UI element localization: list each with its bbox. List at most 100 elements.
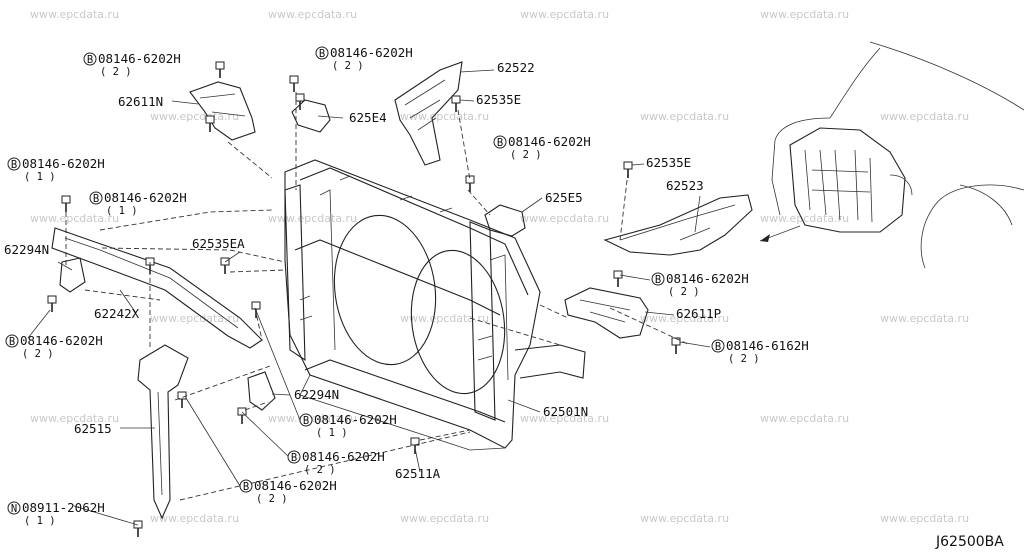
watermark-text: www.epcdata.ru bbox=[30, 212, 119, 225]
watermark-text: www.epcdata.ru bbox=[268, 212, 357, 225]
watermark-text: www.epcdata.ru bbox=[520, 412, 609, 425]
bolt-icon bbox=[451, 95, 461, 112]
watermark-text: www.epcdata.ru bbox=[520, 8, 609, 21]
bolt-icon bbox=[220, 257, 230, 274]
stay-62515 bbox=[137, 344, 189, 520]
bolt-icon bbox=[465, 175, 475, 192]
label-prefix: B bbox=[303, 415, 309, 427]
watermark-text: www.epcdata.ru bbox=[880, 512, 969, 525]
watermark-text: www.epcdata.ru bbox=[640, 110, 729, 123]
part-label: B 08146-6202H( 2 ) bbox=[315, 45, 413, 72]
prefix-circle bbox=[711, 339, 725, 353]
bolt-icon bbox=[205, 115, 215, 132]
bolt-icon bbox=[289, 75, 299, 92]
part-label: 625E4 bbox=[349, 110, 387, 125]
label-quantity-value: 1 bbox=[37, 171, 43, 183]
label-prefix: B bbox=[497, 137, 503, 149]
bolt-icon bbox=[215, 61, 225, 78]
watermark-text: www.epcdata.ru bbox=[760, 8, 849, 21]
prefix-circle bbox=[89, 191, 103, 205]
part-label: 62535E bbox=[646, 155, 691, 170]
watermark-text: www.epcdata.ru bbox=[150, 312, 239, 325]
bolt-icon bbox=[237, 407, 247, 424]
prefix-circle bbox=[651, 272, 665, 286]
watermark-text: www.epcdata.ru bbox=[760, 412, 849, 425]
watermark-text: www.epcdata.ru bbox=[400, 512, 489, 525]
label-quantity-value: 2 bbox=[345, 60, 351, 72]
watermark-text: www.epcdata.ru bbox=[30, 412, 119, 425]
prefix-circle bbox=[5, 334, 19, 348]
prefix-circle bbox=[7, 501, 21, 515]
diagram-code: J62500BA bbox=[935, 534, 1004, 550]
watermark-text: www.epcdata.ru bbox=[400, 312, 489, 325]
label-quantity-value: 2 bbox=[741, 353, 747, 365]
label-quantity-value: 1 bbox=[119, 205, 125, 217]
label-quantity: ( 2 ) bbox=[304, 464, 336, 476]
label-quantity-value: 2 bbox=[681, 286, 687, 298]
label-quantity-value: 1 bbox=[329, 427, 335, 439]
label-part-number: 08146-6162H bbox=[726, 338, 809, 353]
label-part-number: 625E4 bbox=[349, 110, 387, 125]
part-label: 62501N bbox=[543, 404, 588, 419]
part-label: 62523 bbox=[666, 178, 704, 193]
watermark-text: www.epcdata.ru bbox=[760, 212, 849, 225]
bolt-icon bbox=[61, 195, 71, 212]
bracket-62611p bbox=[564, 287, 649, 339]
label-part-number: 08146-6202H bbox=[330, 45, 413, 60]
prefix-circle bbox=[493, 135, 507, 149]
bracket-62294n-a bbox=[59, 257, 86, 293]
radiator-core-support bbox=[284, 159, 586, 451]
label-quantity: ( 1 ) bbox=[24, 515, 56, 527]
member-62523 bbox=[603, 194, 753, 256]
prefix-circle bbox=[299, 413, 313, 427]
part-label: 62611N bbox=[118, 94, 163, 109]
label-quantity: ( 1 ) bbox=[24, 171, 56, 183]
part-label: 62294N bbox=[4, 242, 49, 257]
bolt-icon bbox=[613, 270, 623, 287]
prefix-circle bbox=[239, 479, 253, 493]
prefix-circle bbox=[83, 52, 97, 66]
label-prefix: B bbox=[319, 48, 325, 60]
part-label: 62242X bbox=[94, 306, 140, 321]
bracket-62522 bbox=[394, 61, 463, 166]
label-prefix: B bbox=[93, 193, 99, 205]
part-label: 62611P bbox=[676, 306, 721, 321]
label-quantity-value: 2 bbox=[523, 149, 529, 161]
watermark-layer: www.epcdata.ru www.epcdata.ru www.epcdata.… bbox=[30, 8, 969, 525]
label-prefix: B bbox=[715, 341, 721, 353]
label-prefix: B bbox=[655, 274, 661, 286]
label-quantity-value: 2 bbox=[35, 348, 41, 360]
label-quantity: ( 2 ) bbox=[510, 149, 542, 161]
label-quantity: ( 2 ) bbox=[332, 60, 364, 72]
part-label: 62535E bbox=[476, 92, 521, 107]
label-quantity-value: 2 bbox=[317, 464, 323, 476]
label-prefix: B bbox=[87, 54, 93, 66]
watermark-text: www.epcdata.ru bbox=[30, 8, 119, 21]
label-part-number: 62294N bbox=[294, 387, 339, 402]
label-part-number: 62535E bbox=[646, 155, 691, 170]
bolt-icon bbox=[133, 520, 143, 537]
watermark-text: www.epcdata.ru bbox=[640, 312, 729, 325]
label-part-number: 08146-6202H bbox=[254, 478, 337, 493]
label-quantity: ( 2 ) bbox=[668, 286, 700, 298]
label-part-number: 62535E bbox=[476, 92, 521, 107]
label-part-number: 62611P bbox=[676, 306, 721, 321]
part-label: 62522 bbox=[497, 60, 535, 75]
label-quantity: ( 1 ) bbox=[106, 205, 138, 217]
part-label: 62515 bbox=[74, 421, 112, 436]
prefix-circle bbox=[315, 46, 329, 60]
bolt-icon bbox=[671, 337, 681, 354]
label-quantity: ( 1 ) bbox=[316, 427, 348, 439]
label-quantity: ( 2 ) bbox=[100, 66, 132, 78]
label-part-number: 62242X bbox=[94, 306, 140, 321]
label-part-number: 62501N bbox=[543, 404, 588, 419]
watermark-text: www.epcdata.ru bbox=[150, 512, 239, 525]
